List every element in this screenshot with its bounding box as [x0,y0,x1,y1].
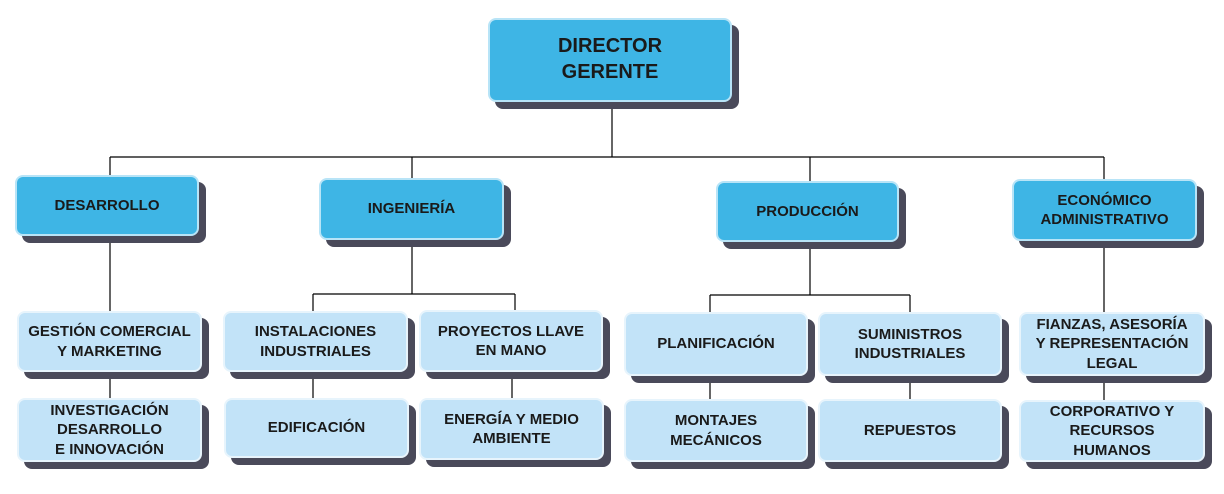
investigacion-box: INVESTIGACIÓN DESARROLLO E INNOVACIÓN [17,398,202,462]
economico-administrativo-box: ECONÓMICO ADMINISTRATIVO [1012,179,1197,241]
fianzas-asesoria-label: FIANZAS, ASESORÍA Y REPRESENTACIÓN LEGAL [1035,316,1189,372]
economico-administrativo-label: ECONÓMICO ADMINISTRATIVO [1040,191,1169,228]
repuestos-label: REPUESTOS [863,421,957,439]
gestion-comercial-box: GESTIÓN COMERCIAL Y MARKETING [17,311,202,372]
edificacion-box: EDIFICACIÓN [224,398,409,458]
gestion-comercial-label: GESTIÓN COMERCIAL Y MARKETING [28,323,191,360]
suministros-industriales-box: SUMINISTROS INDUSTRIALES [818,312,1002,376]
director-gerente-label: DIRECTOR GERENTE [557,35,663,83]
produccion-box: PRODUCCIÓN [716,181,899,242]
fianzas-asesoria-box: FIANZAS, ASESORÍA Y REPRESENTACIÓN LEGAL [1019,312,1205,376]
ingenieria-label: INGENIERÍA [367,200,456,218]
energia-medio-ambiente-box: ENERGÍA Y MEDIO AMBIENTE [419,398,604,460]
investigacion-label: INVESTIGACIÓN DESARROLLO E INNOVACIÓN [50,402,169,458]
planificacion-box: PLANIFICACIÓN [624,312,808,376]
repuestos-box: REPUESTOS [818,399,1002,462]
edificacion-label: EDIFICACIÓN [267,419,366,437]
desarrollo-box: DESARROLLO [15,175,199,236]
proyectos-llave-label: PROYECTOS LLAVE EN MANO [437,322,585,359]
produccion-label: PRODUCCIÓN [756,202,859,220]
montajes-mecanicos-box: MONTAJES MECÁNICOS [624,399,808,462]
instalaciones-industriales-box: INSTALACIONES INDUSTRIALES [223,311,408,372]
desarrollo-label: DESARROLLO [54,196,160,214]
instalaciones-industriales-label: INSTALACIONES INDUSTRIALES [254,323,377,360]
director-gerente-box: DIRECTOR GERENTE [488,18,732,102]
corporativo-rrhh-box: CORPORATIVO Y RECURSOS HUMANOS [1019,400,1205,462]
planificacion-label: PLANIFICACIÓN [657,335,775,353]
corporativo-rrhh-label: CORPORATIVO Y RECURSOS HUMANOS [1049,403,1175,459]
energia-medio-ambiente-label: ENERGÍA Y MEDIO AMBIENTE [444,410,579,447]
suministros-industriales-label: SUMINISTROS INDUSTRIALES [854,325,966,362]
ingenieria-box: INGENIERÍA [319,178,504,240]
proyectos-llave-box: PROYECTOS LLAVE EN MANO [419,310,603,372]
montajes-mecanicos-label: MONTAJES MECÁNICOS [670,412,762,449]
